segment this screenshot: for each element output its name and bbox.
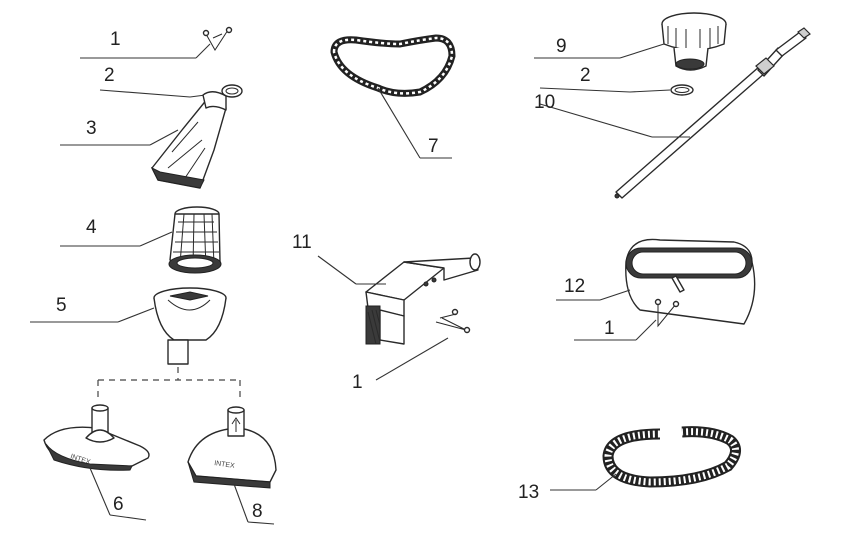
triangular-vacuum-head: INTEX xyxy=(43,404,150,471)
callout-5: 5 xyxy=(56,295,67,316)
vacuum-head-adapter xyxy=(150,91,227,189)
half-round-head-logo: INTEX xyxy=(214,460,236,470)
callout-11: 11 xyxy=(292,232,312,253)
clip-pin-right xyxy=(654,298,680,328)
callout-7: 7 xyxy=(428,136,439,157)
alternative-connection-dashes xyxy=(97,367,241,400)
hose-connector-cap xyxy=(661,12,727,71)
callout-3: 3 xyxy=(86,118,97,139)
wall-brush xyxy=(365,253,481,345)
callout-1-top: 1 xyxy=(110,29,121,50)
callout-12: 12 xyxy=(564,276,585,297)
o-ring-right xyxy=(670,84,694,96)
corrugated-hose xyxy=(602,426,741,488)
skimmer-net xyxy=(625,238,756,325)
o-ring-top xyxy=(221,84,243,98)
callout-1-right: 1 xyxy=(604,318,615,339)
callout-10: 10 xyxy=(534,92,555,113)
mesh-filter xyxy=(168,206,222,274)
callout-6: 6 xyxy=(113,494,124,515)
clip-pin-top xyxy=(202,26,233,51)
clip-pin-center xyxy=(435,308,471,334)
callout-8: 8 xyxy=(252,501,263,522)
callout-4: 4 xyxy=(86,217,97,238)
callout-2-right: 2 xyxy=(580,65,591,86)
telescopic-pole xyxy=(614,27,811,199)
callout-2-top: 2 xyxy=(104,65,115,86)
bumper-ring xyxy=(330,34,456,97)
half-round-vacuum-head: INTEX xyxy=(187,406,277,489)
funnel-housing xyxy=(153,287,227,365)
callout-13: 13 xyxy=(518,482,539,503)
callout-1-center: 1 xyxy=(352,372,363,393)
callout-9: 9 xyxy=(556,36,567,57)
